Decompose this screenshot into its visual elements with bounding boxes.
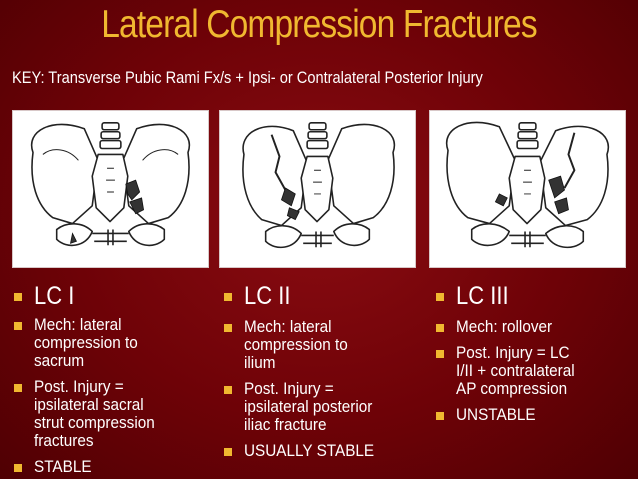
list-item: UNSTABLE [434, 406, 634, 424]
heading-lc1-text: LC I [34, 282, 75, 310]
pelvis-lc1-illustration [12, 110, 209, 268]
list-item: Post. Injury = ipsilateral sacral strut … [12, 378, 212, 450]
heading-lc3: LC III [434, 282, 634, 310]
list-item: USUALLY STABLE [222, 442, 422, 460]
column-lc3: LC III Mech: rollover Post. Injury = LC … [434, 282, 634, 424]
list-item-text: USUALLY STABLE [244, 441, 375, 460]
list-item: Mech: rollover [434, 318, 634, 336]
key-line: KEY: Transverse Pubic Rami Fx/s + Ipsi- … [12, 68, 483, 87]
bullet-icon [14, 464, 22, 472]
list-item-text: Mech: rollover [456, 317, 553, 336]
list-item: Mech: lateral compression to ilium [222, 318, 422, 372]
bullet-icon [436, 412, 444, 420]
bullet-icon [14, 293, 22, 301]
list-item-text: Mech: lateral compression to ilium [244, 317, 348, 372]
list-item: Post. Injury = LC I/II + contralateral A… [434, 344, 634, 398]
bullet-icon [14, 322, 22, 330]
heading-lc2-text: LC II [244, 282, 291, 310]
list-item-text: Post. Injury = LC I/II + contralateral A… [456, 343, 575, 398]
bullet-icon [224, 386, 232, 394]
list-item-text: UNSTABLE [456, 405, 536, 424]
pelvis-lc1-icon [30, 122, 191, 247]
bullet-icon [436, 324, 444, 332]
bullet-icon [224, 293, 232, 301]
list-item-text: Post. Injury = ipsilateral posterior ili… [244, 379, 373, 434]
list-item: Post. Injury = ipsilateral posterior ili… [222, 380, 422, 434]
slide-title: Lateral Compression Fractures [101, 3, 537, 46]
bullet-icon [436, 293, 444, 301]
list-item: STABLE [12, 458, 212, 476]
heading-lc2: LC II [222, 282, 422, 310]
list-item-text: Mech: lateral compression to sacrum [34, 315, 138, 370]
list-item-text: STABLE [34, 457, 92, 476]
heading-lc1: LC I [12, 282, 212, 310]
bullet-icon [224, 448, 232, 456]
bullet-icon [436, 350, 444, 358]
heading-lc3-text: LC III [456, 282, 509, 310]
pelvis-lc3-illustration [429, 110, 626, 268]
pelvis-lc2-illustration [219, 110, 416, 268]
bullet-icon [14, 384, 22, 392]
bullet-icon [224, 324, 232, 332]
pelvis-lc3-icon [445, 121, 610, 249]
column-lc2: LC II Mech: lateral compression to ilium… [222, 282, 422, 460]
pelvis-lc2-icon [242, 122, 396, 249]
list-item-text: Post. Injury = ipsilateral sacral strut … [34, 377, 155, 450]
column-lc1: LC I Mech: lateral compression to sacrum… [12, 282, 212, 476]
list-item: Mech: lateral compression to sacrum [12, 316, 212, 370]
